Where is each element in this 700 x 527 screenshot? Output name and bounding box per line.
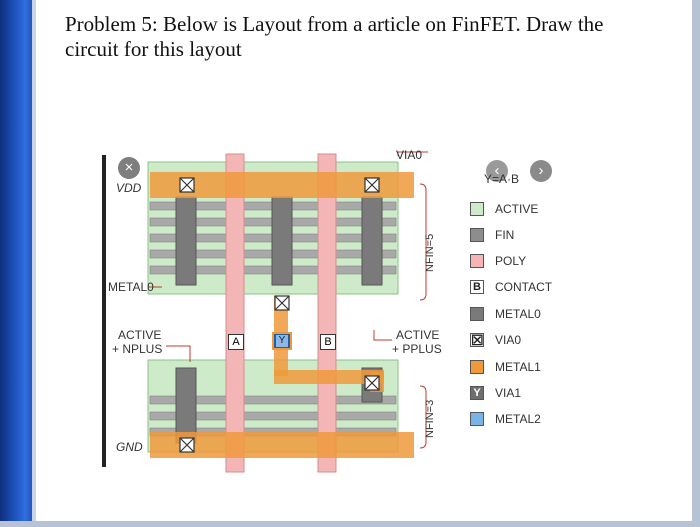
legend-swatch-contact: B bbox=[470, 280, 484, 294]
boundary-bar bbox=[102, 155, 106, 467]
pin-b-label: B bbox=[324, 336, 332, 348]
legend-label-metal1: METAL1 bbox=[495, 360, 541, 374]
pin-a-label: A bbox=[232, 336, 240, 348]
legend-swatch-via1: Y bbox=[470, 386, 484, 400]
via0-marks bbox=[179, 177, 380, 453]
legend-swatch-active bbox=[470, 202, 484, 216]
pin-b: B bbox=[320, 334, 336, 350]
left-background-strip bbox=[0, 0, 36, 527]
problem-line-2: circuit for this layout bbox=[65, 37, 242, 61]
close-icon: × bbox=[124, 159, 134, 176]
metal1-output-horizontal bbox=[274, 370, 384, 384]
chevron-right-icon: › bbox=[538, 162, 544, 179]
next-image-button[interactable]: › bbox=[530, 160, 552, 182]
bottom-edge bbox=[0, 521, 700, 527]
legend-label-metal0: METAL0 bbox=[495, 307, 541, 321]
active-nplus-label-1: ACTIVE bbox=[118, 328, 162, 342]
pin-y: Y bbox=[272, 332, 292, 350]
legend-swatch-poly bbox=[470, 254, 484, 268]
equation-label: Y=A·B bbox=[484, 172, 520, 186]
nfin3-label: NFIN=3 bbox=[424, 399, 436, 438]
active-pplus-label-2: + PPLUS bbox=[392, 342, 442, 356]
via0-label: VIA0 bbox=[396, 148, 423, 162]
previous-image-button[interactable]: ‹ bbox=[486, 160, 508, 182]
gnd-label: GND bbox=[116, 440, 143, 454]
nfin5-brace bbox=[419, 183, 427, 301]
legend-swatch-metal1 bbox=[470, 360, 484, 374]
problem-line-1: Problem 5: Below is Layout from a articl… bbox=[65, 12, 604, 36]
pin-y-label: Y bbox=[278, 335, 286, 346]
vdd-label: VDD bbox=[116, 181, 142, 195]
problem-statement: Problem 5: Below is Layout from a articl… bbox=[65, 12, 685, 62]
nfin3-brace bbox=[419, 385, 427, 449]
legend-label-poly: POLY bbox=[495, 254, 527, 268]
pin-a: A bbox=[228, 334, 244, 350]
legend-label-metal2: METAL2 bbox=[495, 412, 541, 426]
nplus-leader bbox=[166, 345, 191, 362]
right-edge bbox=[692, 0, 700, 527]
legend-label-fin: FIN bbox=[495, 228, 515, 242]
legend-label-via0: VIA0 bbox=[495, 333, 522, 347]
pplus-leader bbox=[373, 330, 392, 341]
poly-gate-b bbox=[317, 153, 337, 473]
pin-y-inner: Y bbox=[276, 335, 288, 347]
legend-label-via1: VIA1 bbox=[495, 386, 522, 400]
legend-swatch-metal2 bbox=[470, 412, 484, 426]
via0-leader bbox=[397, 151, 428, 156]
nfin5-label: NFIN=5 bbox=[424, 233, 436, 272]
legend-swatch-metal0 bbox=[470, 307, 484, 321]
active-nplus-label-2: + NPLUS bbox=[112, 342, 163, 356]
active-pplus-label-1: ACTIVE bbox=[396, 328, 440, 342]
legend-swatch-via0: ☒ bbox=[470, 332, 484, 348]
legend-label-active: ACTIVE bbox=[495, 202, 539, 216]
legend-label-contact: CONTACT bbox=[495, 280, 553, 294]
chevron-left-icon: ‹ bbox=[494, 162, 500, 179]
metal0-label: METAL0 bbox=[108, 280, 154, 294]
legend-swatch-fin bbox=[470, 228, 484, 242]
poly-gate-a bbox=[225, 153, 245, 473]
close-button[interactable]: × bbox=[118, 157, 140, 179]
